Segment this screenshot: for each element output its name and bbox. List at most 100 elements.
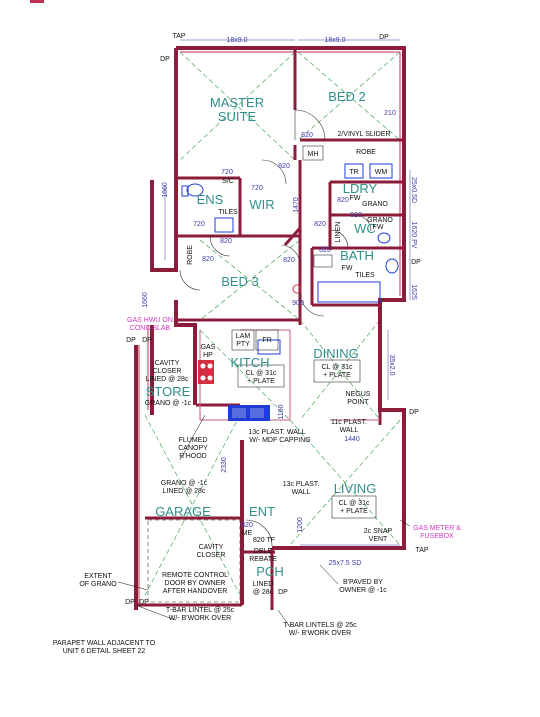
dim-1200: 1200 — [297, 517, 304, 533]
label-plast-living-1: 13c PLAST. — [283, 481, 320, 488]
label-grano-garage-2: LINED @ 28c — [163, 488, 206, 495]
label-pty: PTY — [236, 341, 250, 348]
label-negus-1: NEGUS — [346, 391, 371, 398]
label-tf: 820 TF — [253, 537, 275, 544]
label-tiles-ens: TILES — [218, 209, 238, 216]
label-tbar1-2: W/- B'WORK OVER — [169, 615, 231, 622]
dp-right-living: DP — [409, 409, 419, 416]
label-plast-11c-1: 11c PLAST. — [331, 419, 367, 426]
label-plast-kitch-1: 13c PLAST. WALL — [248, 429, 305, 436]
label-negus-2: POINT — [347, 399, 369, 406]
dim-720-b: 720 — [251, 185, 263, 192]
label-remote-3: AFTER HANDOVER — [163, 588, 228, 595]
dp-top-right: DP — [379, 34, 389, 41]
room-dining: DINING — [313, 346, 359, 361]
label-cl-living-2: + PLATE — [340, 508, 368, 515]
door-swings — [179, 109, 372, 547]
dp-mid-left-b: DP — [142, 337, 152, 344]
dim-820-j: 820 — [241, 522, 253, 529]
kitch-cl-box — [237, 364, 285, 388]
dim-side-left-1: 1660 — [162, 182, 169, 198]
room-kitch: KITCH — [231, 355, 270, 370]
room-bath: BATH — [340, 248, 374, 263]
label-mh: MH — [308, 151, 319, 158]
label-flumed-3: R'HOOD — [179, 453, 206, 460]
label-tbar2-2: W/- B'WORK OVER — [289, 630, 351, 637]
dim-820-c: 820 — [314, 221, 326, 228]
label-lined-pch-1: LINED — [253, 581, 274, 588]
label-cl-kitch-2: + PLATE — [247, 378, 275, 385]
label-plast-11c-2: WALL — [340, 427, 359, 434]
label-fr: FR — [262, 337, 271, 344]
dim-900: 900 — [292, 300, 304, 307]
dp-top-left: DP — [160, 56, 170, 63]
label-bpaved-1: B'PAVED BY — [343, 579, 383, 586]
dim-820-a: 820 — [301, 132, 313, 139]
dim-1440: 1440 — [344, 436, 360, 443]
label-lined-pch-2: @ 28c — [253, 589, 274, 596]
label-me: ME — [242, 530, 253, 537]
label-hp: HP — [203, 352, 213, 359]
label-lam: LAM — [236, 333, 251, 340]
label-plast-living-2: WALL — [292, 489, 311, 496]
dp-bottom-right: DP — [278, 589, 288, 596]
room-ens: ENS — [197, 192, 224, 207]
label-dble-2: REBATE — [249, 556, 277, 563]
garage-door-outline — [147, 519, 241, 603]
label-gas-hwu-1: GAS HWU ON — [127, 317, 173, 324]
label-fw-1: FW — [350, 195, 361, 202]
label-flumed-1: FLUMED — [179, 437, 208, 444]
label-grano-store: GRANO @ -1c — [145, 400, 192, 407]
room-store: STORE — [146, 384, 191, 399]
dimension-lines — [164, 39, 411, 546]
stove-icon — [198, 360, 214, 384]
label-tr: TR — [349, 169, 358, 176]
label-flumed-2: CANOPY — [178, 445, 208, 452]
room-bed3: BED 3 — [221, 274, 259, 289]
dim-25x75: 25x7.5 SD — [329, 560, 362, 567]
label-cl-dining-1: CL @ 31c — [322, 364, 353, 371]
label-grano-ldry: GRANO — [362, 201, 388, 208]
dim-820-g: 820 — [337, 197, 349, 204]
label-cavity-top-1: CAVITY — [155, 360, 180, 367]
label-tbar2-1: T-BAR LINTELS @ 25c — [283, 622, 357, 629]
label-linen: LINEN — [335, 222, 342, 243]
dim-1470: 1470 — [293, 197, 300, 213]
label-robe-bed3: ROBE — [187, 245, 194, 265]
label-snap-1: 2c SNAP — [364, 528, 393, 535]
room-wir: WIR — [249, 197, 274, 212]
label-remote-1: REMOTE CONTROL — [162, 572, 228, 579]
dim-side-mid: 35x2.0 — [388, 354, 395, 375]
dp-mid-left-a: DP — [126, 337, 136, 344]
room-ent: ENT — [249, 504, 275, 519]
fw-bath-box — [313, 254, 333, 268]
label-sc: S/C — [222, 178, 234, 185]
room-bed2: BED 2 — [328, 89, 366, 104]
label-gas-meter-1: GAS METER & — [413, 525, 461, 532]
label-gas-meter-2: FUSEBOX — [420, 533, 454, 540]
dp-bottom-a: DP — [125, 599, 135, 606]
label-parapet-2: UNIT 6 DETAIL SHEET 22 — [63, 648, 146, 655]
label-fw-2: FW — [373, 224, 384, 231]
room-master-line2: SUITE — [218, 109, 257, 124]
dining-cl-box — [313, 359, 361, 383]
label-dble-1: DBLE — [254, 548, 273, 555]
kitchen-sink-icon — [228, 405, 270, 421]
dim-820-d: 820 — [220, 238, 232, 245]
leader-lines — [117, 414, 411, 628]
label-grano-garage-1: GRANO @ -1c — [161, 480, 208, 487]
room-garage: GARAGE — [155, 504, 211, 519]
dim-side-left-2: 1660 — [142, 292, 149, 308]
dim-820-h: 820 — [350, 212, 362, 219]
interior-walls — [136, 50, 402, 610]
label-cavity-bot-2: CLOSER — [197, 552, 226, 559]
label-plast-kitch-2: W/- MDF CAPPING — [249, 437, 310, 444]
label-cl-dining-2: + PLATE — [323, 372, 351, 379]
label-cavity-bot-1: CAVITY — [199, 544, 224, 551]
gas-point-icon — [292, 284, 302, 294]
label-wm: WM — [375, 169, 388, 176]
dp-bottom-b: DP — [139, 599, 149, 606]
label-grano-wc: GRANO — [367, 217, 393, 224]
label-cl-living-1: CL @ 31c — [339, 500, 370, 507]
